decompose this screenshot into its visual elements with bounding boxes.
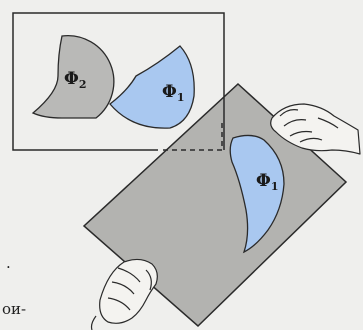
blue-crescent-shape [110,46,194,128]
margin-text-fragment: ои- [2,302,26,317]
left-hand-drawing [92,259,158,330]
margin-dot: . [6,256,11,271]
